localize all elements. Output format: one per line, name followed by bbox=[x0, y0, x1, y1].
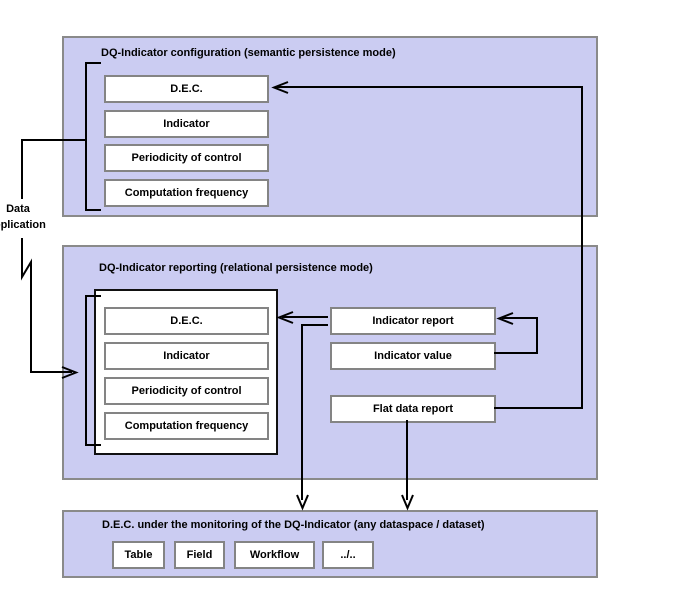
arrowhead-dec-section-right bbox=[401, 494, 414, 511]
data-replication-label-line1: Data bbox=[6, 203, 30, 215]
section-dq-indicator-configuration: DQ-Indicator configuration (semantic per… bbox=[62, 36, 598, 217]
data-replication-label-line2: replication bbox=[0, 219, 46, 231]
section-dq-indicator-reporting: DQ-Indicator reporting (relational persi… bbox=[62, 245, 598, 480]
entity-indicator-report: Indicator report bbox=[330, 307, 496, 335]
section-title-reporting: DQ-Indicator reporting (relational persi… bbox=[99, 262, 373, 274]
entity-table: Table bbox=[112, 541, 165, 569]
section-title-configuration: DQ-Indicator configuration (semantic per… bbox=[101, 47, 396, 59]
entity-field: Field bbox=[174, 541, 225, 569]
entity-reporting-periodicity: Periodicity of control bbox=[104, 377, 269, 405]
entity-config-dec: D.E.C. bbox=[104, 75, 269, 103]
entity-reporting-indicator: Indicator bbox=[104, 342, 269, 370]
entity-config-periodicity: Periodicity of control bbox=[104, 144, 269, 172]
entity-indicator-value: Indicator value bbox=[330, 342, 496, 370]
entity-config-computation-frequency: Computation frequency bbox=[104, 179, 269, 207]
entity-flat-data-report: Flat data report bbox=[330, 395, 496, 423]
entity-reporting-computation-frequency: Computation frequency bbox=[104, 412, 269, 440]
section-dec-under-monitoring: D.E.C. under the monitoring of the DQ-In… bbox=[62, 510, 598, 578]
entity-reporting-dec: D.E.C. bbox=[104, 307, 269, 335]
entity-workflow: Workflow bbox=[234, 541, 315, 569]
entity-etc: ../.. bbox=[322, 541, 374, 569]
entity-config-indicator: Indicator bbox=[104, 110, 269, 138]
arrowhead-dec-section-left bbox=[296, 494, 309, 511]
section-title-dec: D.E.C. under the monitoring of the DQ-In… bbox=[102, 519, 485, 531]
data-replication-label: Data replication bbox=[0, 201, 78, 233]
